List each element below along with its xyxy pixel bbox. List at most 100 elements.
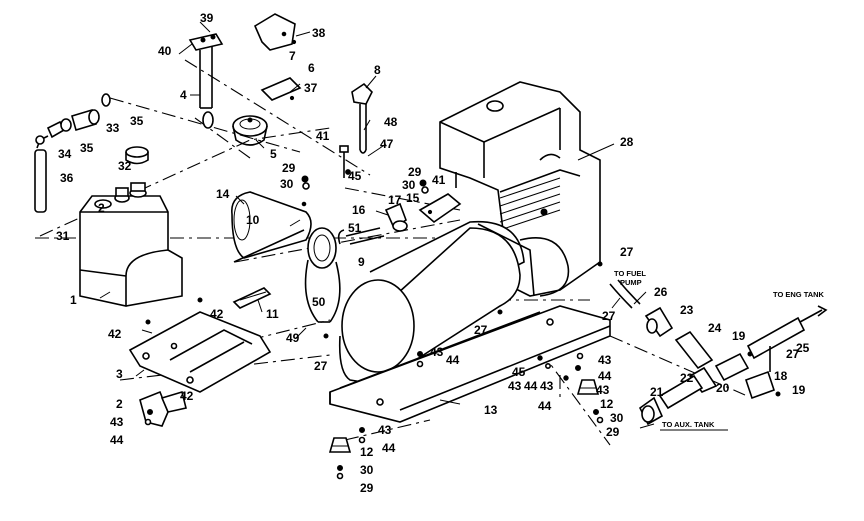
callout-c25: 25: [796, 341, 810, 355]
flow-notes: TO ENG TANK TO FUEL PUMP TO AUX. TANK: [614, 269, 825, 431]
callout-c27e: 27: [786, 347, 800, 361]
callout-c16: 16: [352, 203, 366, 217]
base-frame: [329, 305, 611, 423]
callout-c42c: 42: [180, 389, 194, 403]
callout-c1: 1: [70, 293, 77, 307]
callout-c36: 36: [60, 171, 74, 185]
callout-c30b: 30: [402, 178, 416, 192]
callout-c45a: 45: [348, 169, 362, 183]
battery-tray: [128, 311, 272, 393]
callout-c20: 20: [716, 381, 730, 395]
hardware-dots: [144, 261, 604, 480]
callout-c34: 34: [58, 147, 72, 161]
callout-c51: 51: [348, 221, 362, 235]
fuel-line-assembly: [609, 279, 718, 393]
callout-c22: 22: [680, 371, 694, 385]
callout-c44d: 44: [538, 399, 552, 413]
callout-c43a: 43: [430, 345, 444, 359]
to-aux-tank-note: TO AUX. TANK: [662, 420, 715, 429]
callout-c30d: 30: [360, 463, 374, 477]
callout-c3: 3: [116, 367, 123, 381]
washers-29-30: [301, 169, 457, 194]
callout-c39: 39: [200, 11, 214, 25]
leader-lines: [99, 21, 655, 429]
callout-c27b: 27: [602, 309, 616, 323]
callout-c41b: 41: [432, 173, 446, 187]
callout-c44e: 44: [110, 433, 124, 447]
callout-c43c: 43: [508, 379, 522, 393]
callout-c40: 40: [158, 44, 172, 58]
strap: [232, 287, 272, 309]
callout-c41a: 41: [316, 129, 330, 143]
callout-c35b: 35: [80, 141, 94, 155]
mounting-plate-6: [260, 77, 302, 101]
callout-c11: 11: [266, 307, 279, 321]
callout-c27c: 27: [474, 323, 488, 337]
callout-c26: 26: [654, 285, 668, 299]
callout-c12a: 12: [600, 397, 614, 411]
air-cleaner: [304, 227, 341, 323]
callout-c35a: 35: [130, 114, 144, 128]
callout-c37: 37: [304, 81, 318, 95]
callout-c13: 13: [484, 403, 498, 417]
callout-c44c: 44: [598, 369, 612, 383]
sight-tube: [34, 120, 66, 213]
muffler: [232, 115, 268, 146]
callout-c44f: 44: [382, 441, 396, 455]
callout-c10: 10: [246, 213, 260, 227]
callout-c8: 8: [374, 63, 381, 77]
callout-c43e: 43: [596, 383, 610, 397]
callout-c45b: 45: [512, 365, 526, 379]
callout-c32: 32: [118, 159, 132, 173]
callout-c24: 24: [708, 321, 722, 335]
callout-c6: 6: [308, 61, 315, 75]
aux-tank-line: [638, 374, 704, 426]
callout-c27d: 27: [314, 359, 328, 373]
bracket-15: [418, 193, 462, 224]
callout-c19b: 19: [792, 383, 806, 397]
generator-housing: [338, 220, 535, 389]
rubber-mount-left: [328, 437, 352, 453]
bolt-41a: [339, 145, 349, 178]
callout-c44b: 44: [524, 379, 538, 393]
callout-c44a: 44: [446, 353, 460, 367]
fuel-pump-fitting: [337, 202, 408, 245]
engine: [439, 81, 601, 297]
rubber-mount-right: [576, 379, 600, 395]
callout-c31: 31: [56, 229, 70, 243]
callout-c43f: 43: [110, 415, 124, 429]
callout-c23: 23: [680, 303, 694, 317]
callout-c15: 15: [406, 191, 420, 205]
callout-c19a: 19: [732, 329, 746, 343]
callout-c2: 2: [98, 201, 105, 215]
callout-c43b: 43: [598, 353, 612, 367]
fuel-sender: [188, 33, 224, 129]
callout-c47: 47: [380, 137, 394, 151]
callout-c21: 21: [650, 385, 664, 399]
callout-c17: 17: [388, 193, 402, 207]
callout-c7: 7: [289, 49, 296, 63]
callout-c49: 49: [286, 331, 300, 345]
callout-c5: 5: [270, 147, 277, 161]
callout-c4: 4: [180, 88, 187, 102]
fuel-line-25: [746, 305, 828, 360]
elbow-fitting: [351, 82, 373, 154]
to-fuel-pump-note-line2: PUMP: [620, 278, 642, 287]
valve-assembly: [714, 346, 781, 400]
callout-c48: 48: [384, 115, 398, 129]
callout-c29d: 29: [360, 481, 374, 495]
to-fuel-pump-note-line1: TO FUEL: [614, 269, 646, 278]
fuel-tank: [79, 182, 183, 307]
callout-c42b: 42: [108, 327, 122, 341]
callout-c29a: 29: [282, 161, 296, 175]
callout-c50: 50: [312, 295, 326, 309]
callout-c29c: 29: [606, 425, 620, 439]
hose-fittings: [60, 93, 111, 132]
callout-c33: 33: [106, 121, 120, 135]
callout-c43g: 43: [378, 423, 392, 437]
callout-c29b: 29: [408, 165, 422, 179]
callout-c12b: 12: [360, 445, 374, 459]
